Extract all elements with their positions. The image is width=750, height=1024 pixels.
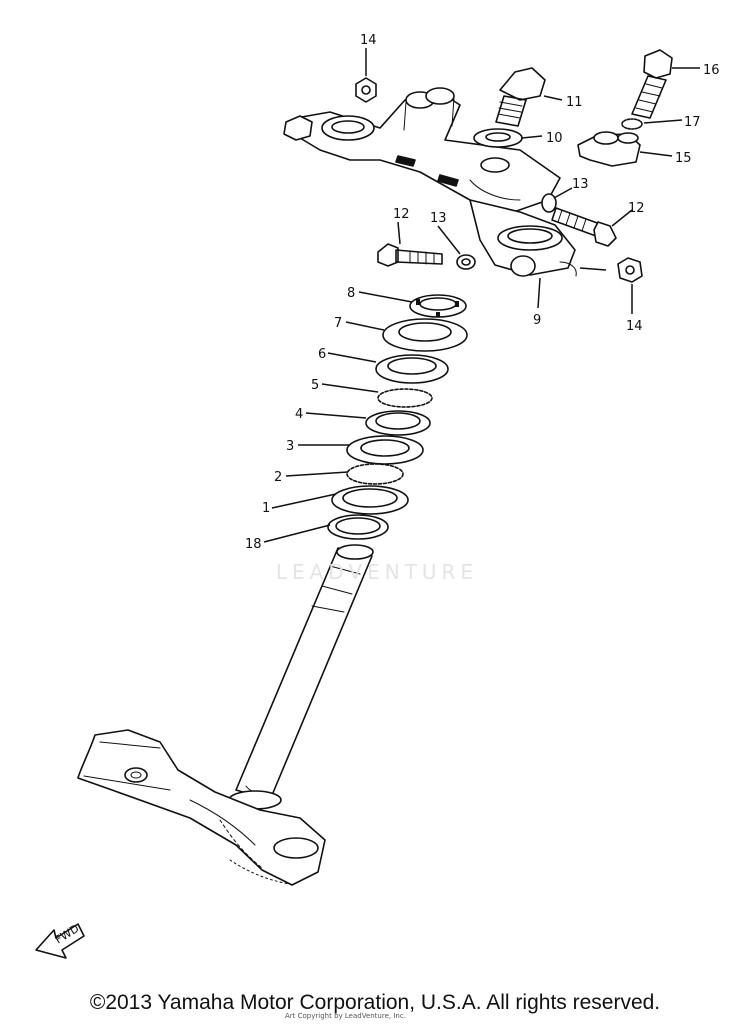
- callout-10: 10: [546, 131, 563, 146]
- callout-9: 9: [533, 313, 541, 328]
- callout-18: 18: [245, 537, 262, 552]
- callout-1: 1: [262, 501, 270, 516]
- part-5-balls: [377, 388, 433, 408]
- part-14-nut-right: [617, 257, 643, 283]
- part-13-washer-right: [541, 193, 557, 213]
- part-6-race: [375, 354, 449, 384]
- callout-15: 15: [675, 151, 692, 166]
- part-15-holder: [577, 131, 641, 167]
- part-2-balls: [346, 463, 404, 485]
- watermark: LEADVENTURE: [275, 560, 479, 584]
- part-7-cover: [382, 318, 468, 352]
- part-12-bolt-right: [551, 207, 617, 247]
- part-14-nut-top: [355, 77, 377, 103]
- steering-stem: [77, 544, 374, 886]
- callout-13-right: 13: [572, 177, 589, 192]
- callout-12-right: 12: [628, 201, 645, 216]
- callout-16: 16: [703, 63, 720, 78]
- leader-lines: [263, 48, 700, 543]
- art-copyright: Art Copyright by LeadVenture, Inc.: [285, 1012, 406, 1020]
- part-16-bolt: [631, 49, 673, 119]
- callout-17: 17: [684, 115, 701, 130]
- part-3-race: [346, 435, 424, 465]
- part-17-washer: [621, 118, 643, 130]
- part-13-washer-left: [456, 254, 476, 270]
- callout-2: 2: [274, 470, 282, 485]
- callout-11: 11: [566, 95, 583, 110]
- callout-5: 5: [311, 378, 319, 393]
- callout-6: 6: [318, 347, 326, 362]
- part-8-ring-nut: [409, 294, 467, 318]
- callout-7: 7: [334, 316, 342, 331]
- forward-arrow-icon: FWD: [35, 922, 85, 959]
- callout-8: 8: [347, 286, 355, 301]
- copyright-notice: ©2013 Yamaha Motor Corporation, U.S.A. A…: [89, 991, 661, 1014]
- callout-3: 3: [286, 439, 294, 454]
- part-11-crown-bolt: [495, 67, 546, 127]
- part-10-washer: [473, 128, 523, 148]
- callout-14-right: 14: [626, 319, 643, 334]
- part-18-seal: [327, 514, 389, 540]
- part-12-bolt-left: [377, 243, 443, 267]
- callout-13-left: 13: [430, 211, 447, 226]
- callout-4: 4: [295, 407, 303, 422]
- upper-bracket: [283, 87, 577, 277]
- callout-12-left: 12: [393, 207, 410, 222]
- callout-labels: 14 16 11 10 17 15 13 12 12 13 9 14 8 7 6…: [245, 33, 720, 552]
- part-1-race: [331, 485, 409, 515]
- callout-14-top: 14: [360, 33, 377, 48]
- part-4-race: [365, 410, 431, 436]
